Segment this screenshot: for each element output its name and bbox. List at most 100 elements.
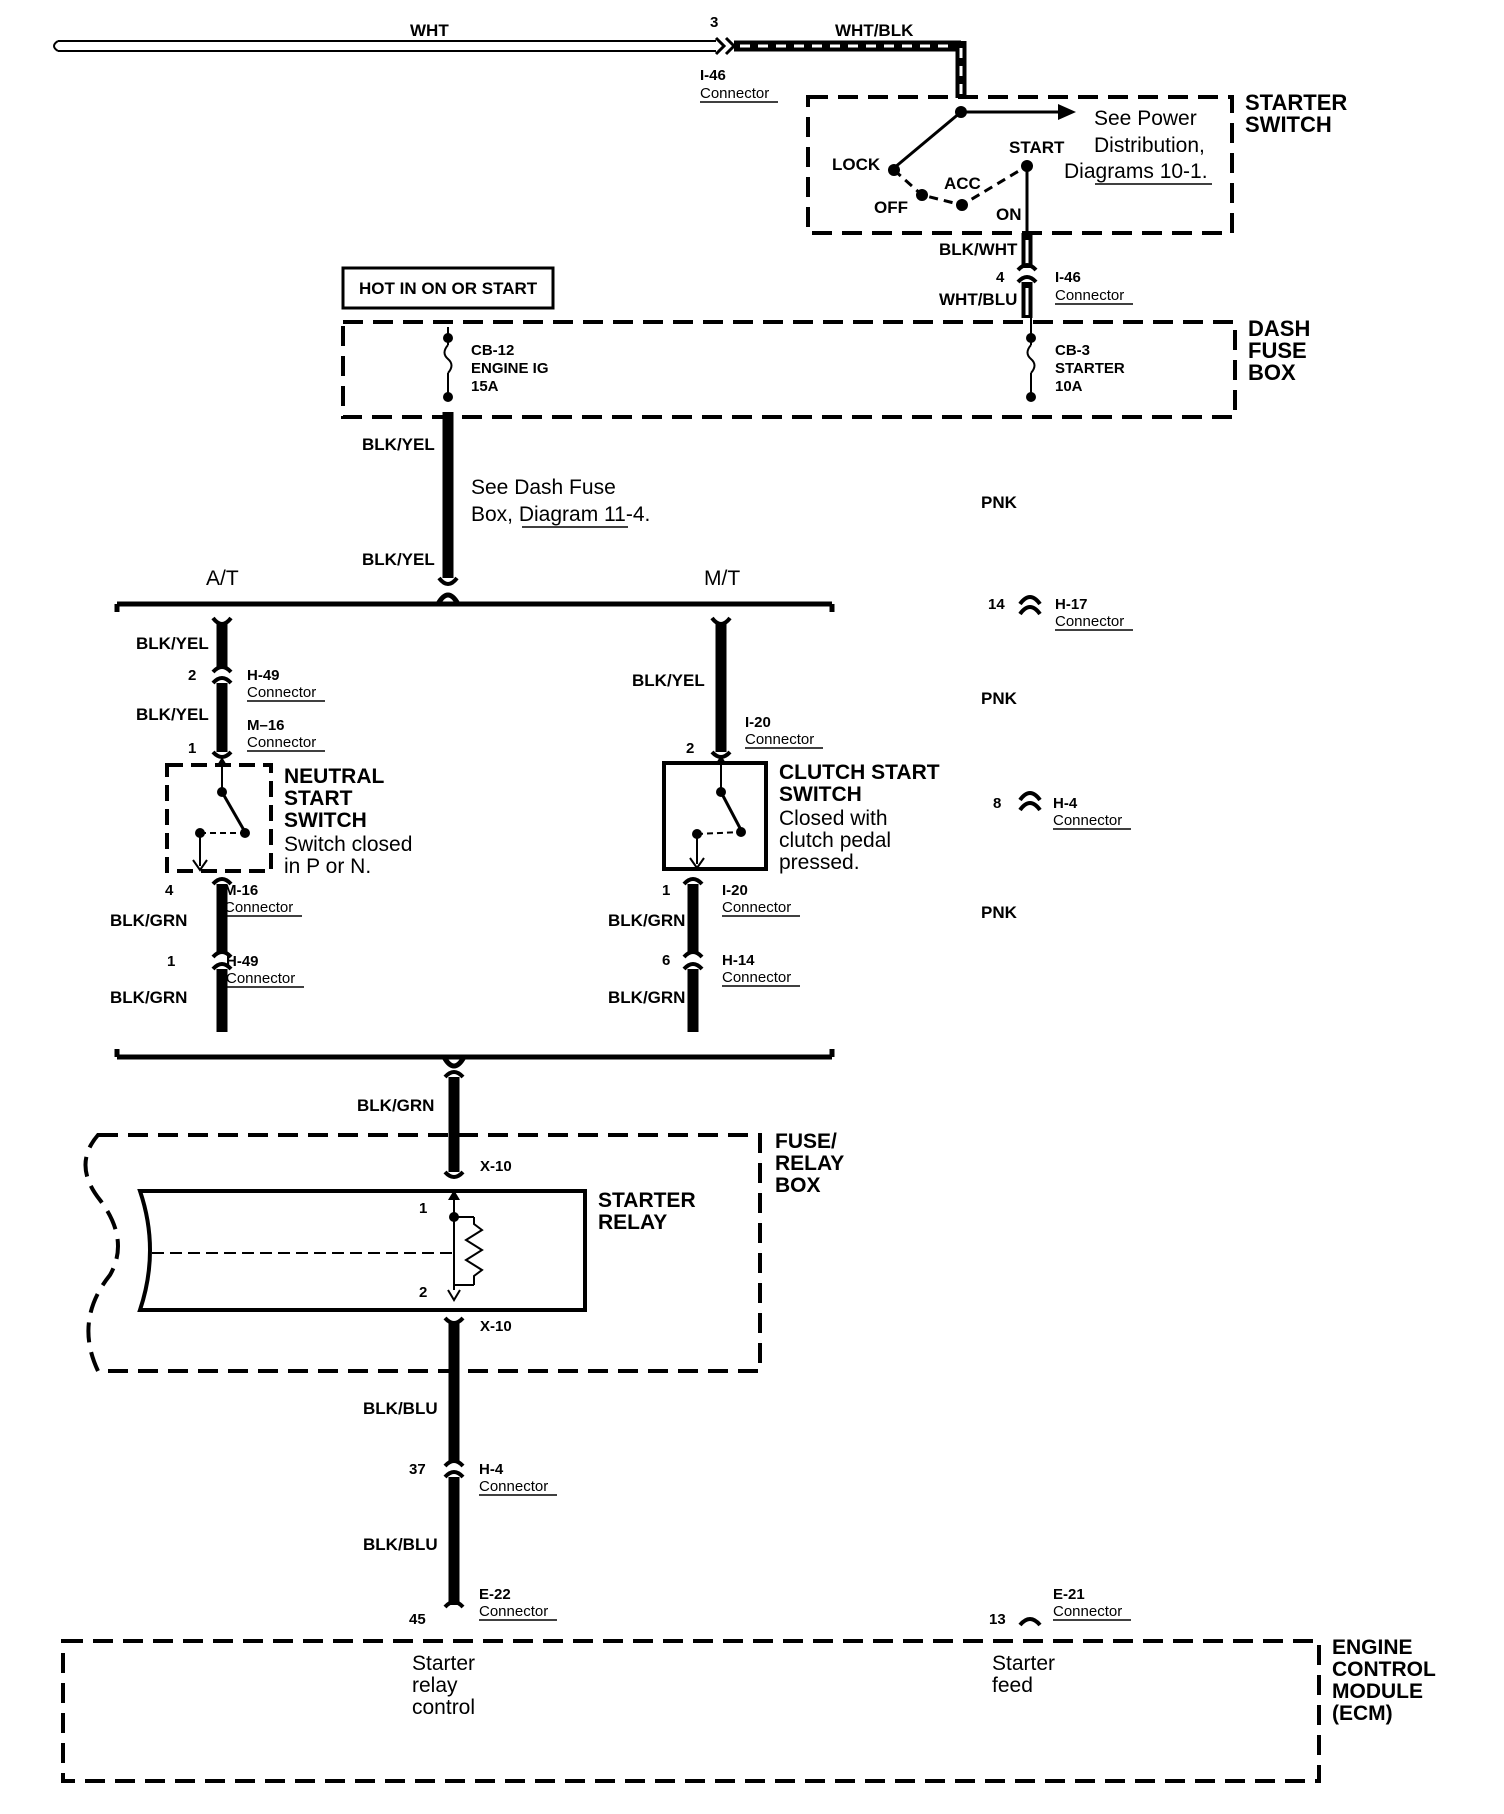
pin-2-h49: 2	[188, 667, 196, 684]
ecm-starter-relay-control-3: control	[412, 1696, 475, 1719]
neutral-switch-desc-2: in P or N.	[284, 855, 371, 878]
pin-4-m16: 4	[165, 882, 174, 899]
h17-connector-word: Connector	[1055, 613, 1124, 630]
wire-label-blk-wht: BLK/WHT	[939, 240, 1018, 259]
starter-relay-title-1: STARTER	[598, 1189, 696, 1212]
clutch-switch-title-1: CLUTCH START	[779, 761, 940, 784]
m16-lower-connector-id: M-16	[224, 882, 258, 899]
h4-upper-connector-symbol	[1018, 791, 1042, 812]
fuse-relay-box-title-3: BOX	[775, 1174, 821, 1197]
cb3-label-2: STARTER	[1055, 360, 1125, 377]
cb3-label-3: 10A	[1055, 378, 1083, 395]
m16-upper-connector-word: Connector	[247, 734, 316, 751]
relay-coil	[152, 1190, 484, 1302]
x10-lower-connector-id: X-10	[480, 1318, 512, 1335]
h14-connector-id: H-14	[722, 952, 755, 969]
pin-3-label: 3	[710, 14, 718, 31]
wht-wire	[53, 36, 737, 56]
e22-connector-word: Connector	[479, 1603, 548, 1620]
cb12-label-2: ENGINE IG	[471, 360, 549, 377]
clutch-switch-desc-2: clutch pedal	[779, 829, 891, 852]
wht-blk-wire	[734, 40, 967, 98]
dash-fuse-box-title-1: DASH	[1248, 316, 1310, 341]
at-branch-wires	[211, 616, 233, 1032]
m16-upper-connector-id: M–16	[247, 717, 285, 734]
h49-upper-connector-id: H-49	[247, 667, 280, 684]
wire-label-wht: WHT	[410, 21, 449, 40]
wire-label-blk-blu-2: BLK/BLU	[363, 1535, 438, 1554]
wire-label-blk-grn-relay: BLK/GRN	[357, 1096, 434, 1115]
power-dist-note-1: See Power	[1094, 107, 1197, 130]
neutral-switch-desc-1: Switch closed	[284, 833, 412, 856]
switch-pos-off: OFF	[874, 198, 908, 217]
h17-connector-id: H-17	[1055, 596, 1088, 613]
relay-pin-2: 2	[419, 1284, 427, 1301]
wire-label-wht-blu: WHT/BLU	[939, 290, 1017, 309]
dash-fuse-box-title-2: FUSE	[1248, 338, 1307, 363]
m16-lower-connector-word: Connector	[224, 899, 293, 916]
clutch-switch-contacts	[689, 755, 746, 870]
relay-pin-1: 1	[419, 1200, 427, 1217]
wire-label-pnk-1: PNK	[981, 493, 1018, 512]
pin-4-i46: 4	[996, 269, 1005, 286]
blk-wht-wire	[1016, 233, 1038, 318]
clutch-switch-title-2: SWITCH	[779, 783, 862, 806]
dash-fuse-note-1: See Dash Fuse	[471, 476, 616, 499]
pin-1-h49: 1	[167, 953, 175, 970]
fuse-cb12	[443, 327, 453, 402]
wire-label-at-blk-yel-2: BLK/YEL	[136, 705, 209, 724]
pin-8-h4: 8	[993, 795, 1001, 812]
wire-label-mt-blk-grn-2: BLK/GRN	[608, 988, 685, 1007]
switch-pos-lock: LOCK	[832, 155, 881, 174]
wire-label-blk-blu-1: BLK/BLU	[363, 1399, 438, 1418]
e21-connector-id: E-21	[1053, 1586, 1085, 1603]
fuse-relay-box-title-2: RELAY	[775, 1152, 844, 1175]
h4-upper-connector-id: H-4	[1053, 795, 1078, 812]
fuse-cb3	[1026, 318, 1036, 402]
blk-blu-wire	[443, 1316, 465, 1609]
wire-label-blk-yel-upper: BLK/YEL	[362, 435, 435, 454]
h14-connector-word: Connector	[722, 969, 791, 986]
h17-connector-symbol	[1018, 595, 1042, 616]
wire-label-mt-blk-grn-1: BLK/GRN	[608, 911, 685, 930]
wire-label-mt-blk-yel: BLK/YEL	[632, 671, 705, 690]
pin-2-i20: 2	[686, 740, 694, 757]
switch-pos-on: ON	[996, 205, 1022, 224]
ecm-box	[61, 1639, 1321, 1783]
wire-label-wht-blk: WHT/BLK	[835, 21, 914, 40]
ecm-title-3: MODULE	[1332, 1680, 1423, 1703]
clutch-start-switch-box	[662, 761, 768, 871]
switch-pos-acc: ACC	[944, 174, 981, 193]
starter-switch-title-1: STARTER	[1245, 90, 1347, 115]
h49-lower-connector-word: Connector	[226, 970, 295, 987]
neutral-switch-title-1: NEUTRAL	[284, 765, 384, 788]
ecm-starter-feed-2: feed	[992, 1674, 1033, 1697]
mt-branch-wires	[682, 616, 732, 1032]
i20-upper-connector-id: I-20	[745, 714, 771, 731]
blk-grn-relay-wire	[443, 1070, 465, 1179]
neutral-switch-contacts	[192, 757, 250, 872]
dash-fuse-box	[341, 320, 1237, 419]
i20-lower-connector-word: Connector	[722, 899, 791, 916]
ecm-title-1: ENGINE	[1332, 1636, 1413, 1659]
pin-6-h14: 6	[662, 952, 670, 969]
clutch-switch-desc-1: Closed with	[779, 807, 888, 830]
ecm-starter-relay-control-1: Starter	[412, 1652, 475, 1675]
branch-label-mt: M/T	[704, 567, 740, 590]
x10-upper-connector-id: X-10	[480, 1158, 512, 1175]
wire-label-at-blk-grn-2: BLK/GRN	[110, 988, 187, 1007]
i20-lower-connector-id: I-20	[722, 882, 748, 899]
cb3-label-1: CB-3	[1055, 342, 1090, 359]
cb12-label-1: CB-12	[471, 342, 514, 359]
wire-label-at-blk-grn-1: BLK/GRN	[110, 911, 187, 930]
branch-label-at: A/T	[206, 567, 239, 590]
i46-top-connector-word: Connector	[700, 85, 769, 102]
neutral-switch-title-2: START	[284, 787, 353, 810]
pin-1-m16: 1	[188, 740, 196, 757]
hot-in-on-or-start-label: HOT IN ON OR START	[359, 279, 538, 298]
wire-label-at-blk-yel-1: BLK/YEL	[136, 634, 209, 653]
pin-13-e21: 13	[989, 1611, 1006, 1628]
starter-relay-title-2: RELAY	[598, 1211, 667, 1234]
h49-lower-connector-id: H-49	[226, 953, 259, 970]
